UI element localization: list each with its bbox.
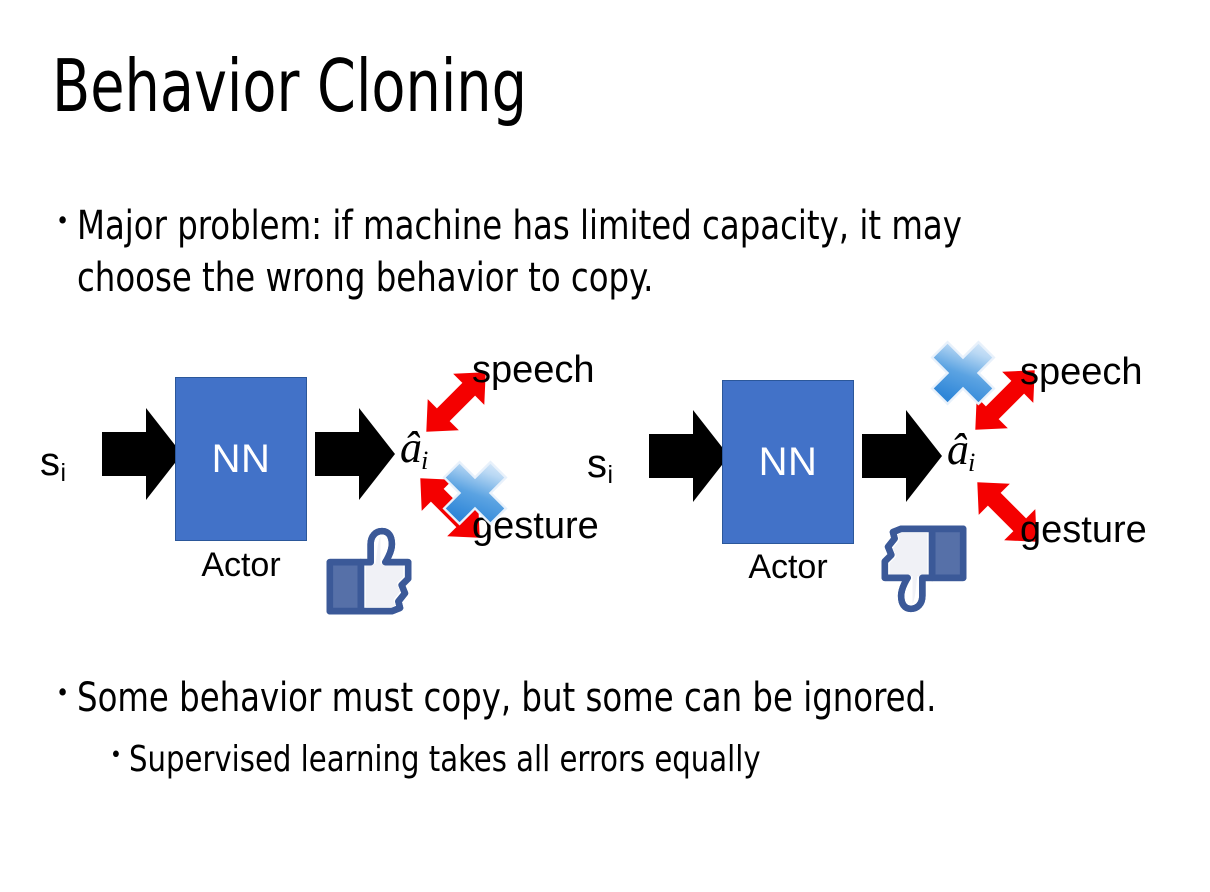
state-label-left: si <box>40 440 66 488</box>
input-arrow-right <box>649 410 729 507</box>
network-box-left: NN <box>175 377 307 541</box>
network-label-left: NN <box>211 437 271 481</box>
branch-arrow-speech-left <box>406 352 506 457</box>
network-caption-left: Actor <box>201 546 281 584</box>
bullet-top: • Major problem: if machine has limited … <box>56 200 1136 304</box>
thumbs-up-icon <box>320 526 418 623</box>
bullet-top-text: Major problem: if machine has limited ca… <box>76 203 962 301</box>
state-label-right: si <box>587 442 613 490</box>
bullet-bottom-level1-text: Some behavior must copy, but some can be… <box>76 675 937 721</box>
branch-label-gesture-right: gesture <box>1020 509 1147 551</box>
branch-arrow-speech-right <box>955 350 1055 455</box>
page-title: Behavior Cloning <box>52 44 527 128</box>
output-arrow-left <box>315 408 395 505</box>
network-label-right: NN <box>758 440 818 484</box>
input-arrow-left <box>102 408 182 505</box>
bullet-marker-icon: • <box>56 678 70 708</box>
diagram-right: si NN Actor âi <box>565 330 1165 640</box>
bullet-bottom-level2: • Supervised learning takes all errors e… <box>110 736 1160 784</box>
network-caption-right: Actor <box>748 548 828 586</box>
network-box-right: NN <box>722 380 854 544</box>
diagram-left: si NN Actor âi <box>10 330 610 640</box>
bullet-marker-icon: • <box>110 742 122 769</box>
thumbs-down-icon <box>875 522 973 619</box>
branch-arrow-gesture-right <box>957 462 1057 567</box>
bullet-bottom-level2-text: Supervised learning takes all errors equ… <box>128 739 761 780</box>
output-symbol-left: âi <box>400 423 429 476</box>
branch-label-speech-right: speech <box>1020 351 1143 393</box>
bullet-marker-icon: • <box>56 206 70 236</box>
cross-out-icon-gesture-left <box>436 454 514 537</box>
bullet-bottom-level1: • Some behavior must copy, but some can … <box>56 672 1156 724</box>
branch-label-speech-left: speech <box>472 349 595 391</box>
output-arrow-right <box>862 410 942 507</box>
cross-out-icon-speech-right <box>924 334 1002 417</box>
output-symbol-right: âi <box>947 425 976 478</box>
